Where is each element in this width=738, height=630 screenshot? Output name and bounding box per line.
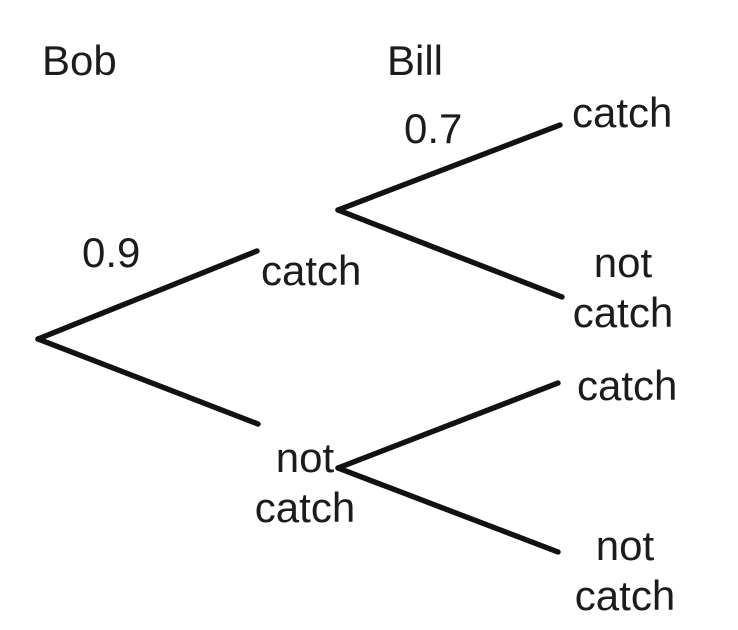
probability-bob-catch: 0.9 xyxy=(82,229,141,276)
branch-bill-not-catch-after-catch-line xyxy=(335,207,565,300)
outcome-label-bob-not-catch-line2: catch xyxy=(254,484,356,531)
branch-bill-not-catch-after-not-catch-line xyxy=(335,465,561,555)
leaf-label-not-catch-not-catch: not catch xyxy=(565,521,685,621)
stage-label-bill: Bill xyxy=(387,37,444,84)
leaf-label-not-catch-catch: catch xyxy=(577,362,678,409)
leaf-label-catch-not-catch-line2: catch xyxy=(572,289,674,336)
branch-bob-not-catch-line xyxy=(35,336,261,427)
outcome-label-bob-not-catch-line1: not xyxy=(275,434,335,481)
leaf-label-catch-not-catch: not catch xyxy=(563,238,683,338)
leaf-label-catch-catch: catch xyxy=(572,89,673,136)
branch-bob-catch-line xyxy=(35,248,260,342)
leaf-label-not-catch-not-catch-line2: catch xyxy=(574,572,676,619)
leaf-label-catch-not-catch-line1: not xyxy=(593,239,653,286)
stage-label-bob: Bob xyxy=(42,37,117,84)
leaf-label-not-catch-not-catch-line1: not xyxy=(595,522,655,569)
probability-bill-catch: 0.7 xyxy=(404,105,463,152)
branch-bill-catch-after-not-catch-line xyxy=(335,380,561,471)
outcome-label-bob-catch: catch xyxy=(261,247,362,294)
branch-bill-catch-after-catch-line xyxy=(335,122,563,213)
outcome-label-bob-not-catch: not catch xyxy=(245,433,365,533)
